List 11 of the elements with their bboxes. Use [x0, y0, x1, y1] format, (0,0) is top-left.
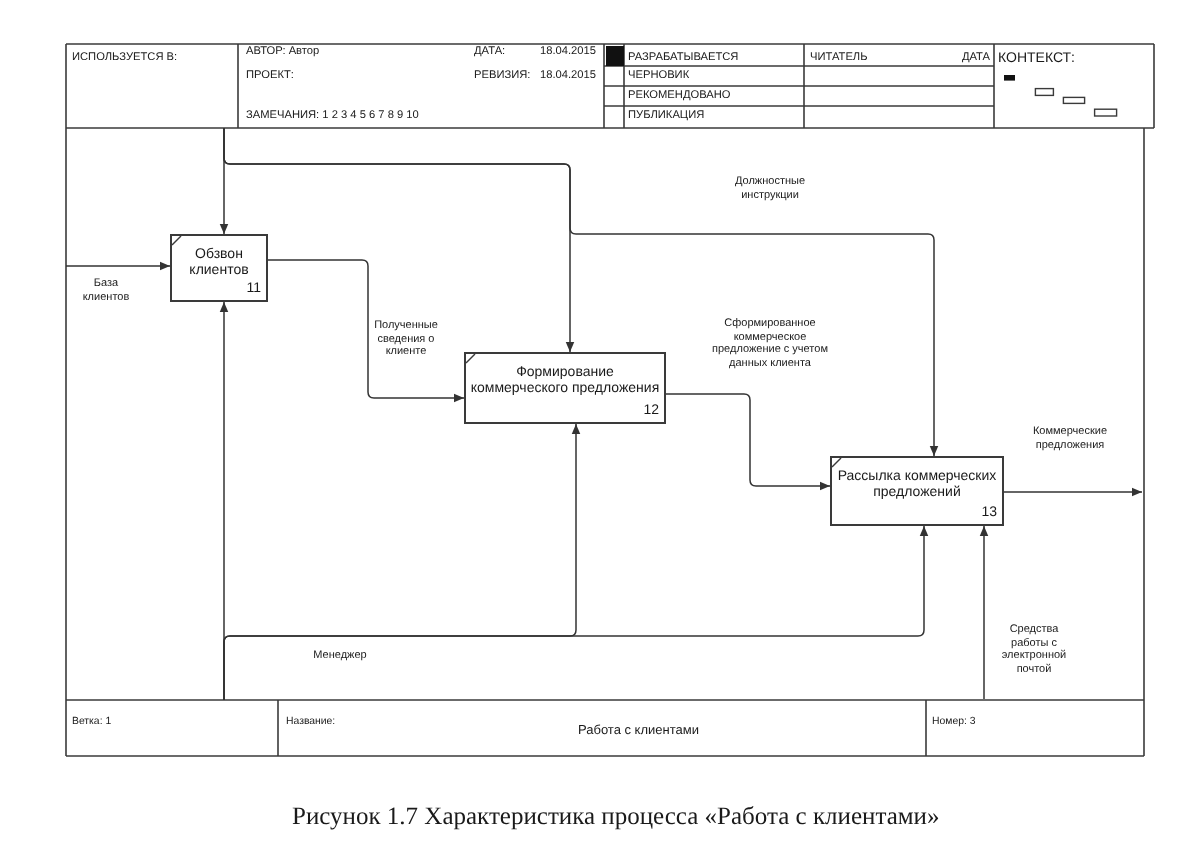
arrow — [1003, 487, 1143, 497]
process-box — [170, 234, 268, 302]
arrow — [223, 127, 939, 457]
process-box — [464, 352, 666, 424]
arrow — [223, 525, 929, 701]
arrow — [665, 393, 831, 491]
process-box — [830, 456, 1004, 526]
arrow — [267, 259, 465, 403]
arrow — [979, 525, 989, 700]
arrow — [65, 261, 171, 271]
figure-caption: Рисунок 1.7 Характеристика процесса «Работа с клиентами» — [292, 802, 940, 831]
